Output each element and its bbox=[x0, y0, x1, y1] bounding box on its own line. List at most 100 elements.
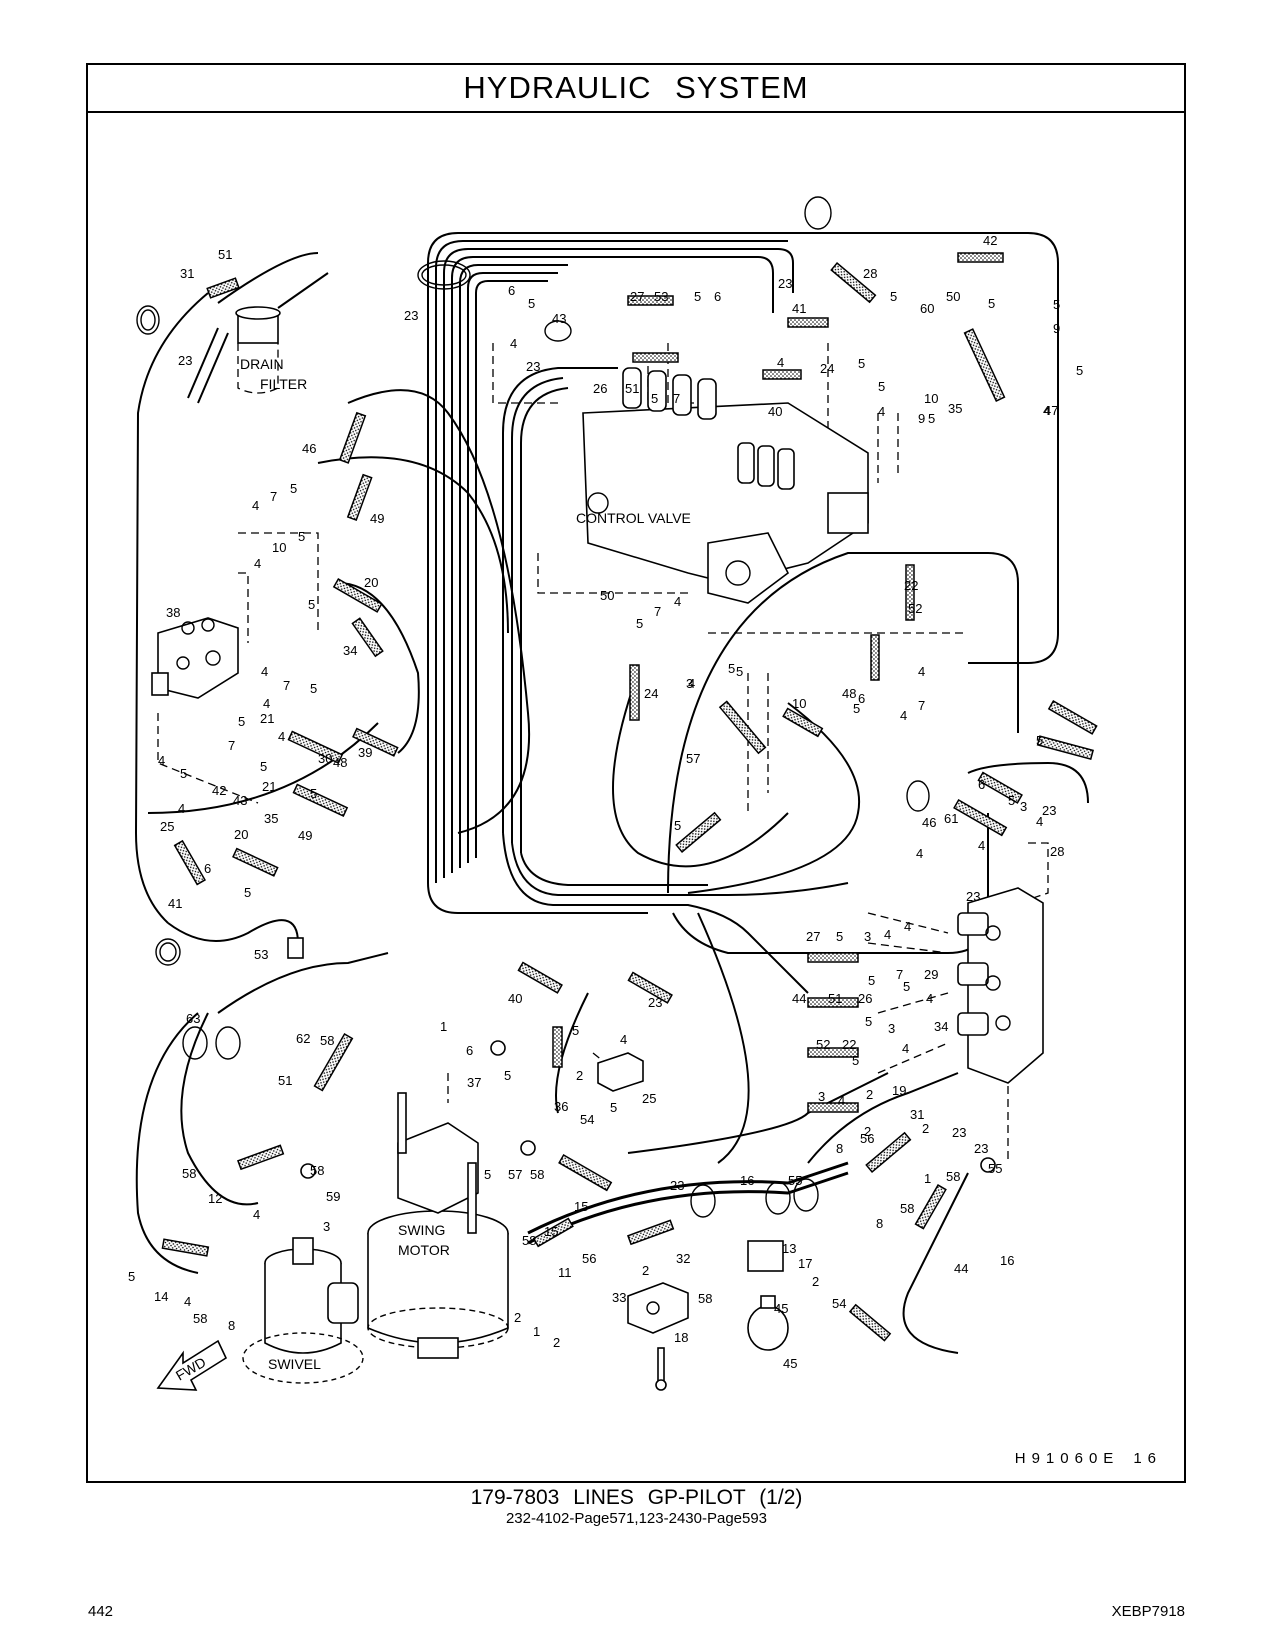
control-valve bbox=[582, 367, 869, 604]
part-callout: 10 bbox=[792, 696, 806, 711]
part-callout: 26 bbox=[858, 991, 872, 1006]
swivel bbox=[242, 1237, 364, 1384]
part-callout: 31 bbox=[180, 266, 194, 281]
part-callout: 58 bbox=[193, 1311, 207, 1326]
part-callout: 5 bbox=[310, 786, 317, 801]
part-callout: 15 bbox=[544, 1224, 558, 1239]
part-callout: 5 bbox=[484, 1167, 491, 1182]
part-callout: 33 bbox=[612, 1290, 626, 1305]
caption-main: 179-7803 LINES GP-PILOT (1/2) bbox=[470, 1486, 803, 1509]
part-callout: 5 bbox=[310, 681, 317, 696]
accumulator bbox=[747, 1240, 789, 1351]
part-callout: 4 bbox=[777, 355, 784, 370]
part-callout: 5 bbox=[890, 289, 897, 304]
hose-clamps bbox=[136, 196, 930, 1218]
part-callout: 5 bbox=[858, 356, 865, 371]
part-callout: 28 bbox=[1050, 844, 1064, 859]
part-callout: 4 bbox=[688, 676, 695, 691]
part-callout: 4 bbox=[510, 336, 517, 351]
part-callout: 5 bbox=[1076, 363, 1083, 378]
part-callout: 23 bbox=[966, 889, 980, 904]
part-callout: 3 bbox=[1020, 799, 1027, 814]
part-callout: 6 bbox=[858, 691, 865, 706]
part-callout: 9 bbox=[1053, 321, 1060, 336]
part-callout: 51 bbox=[828, 991, 842, 1006]
part-callout: 5 bbox=[868, 973, 875, 988]
part-callout: 4 bbox=[902, 1041, 909, 1056]
part-callout: 1 bbox=[533, 1324, 540, 1339]
part-callout: 47 bbox=[1044, 403, 1058, 418]
part-callout: 63 bbox=[186, 1011, 200, 1026]
part-callout: 4 bbox=[978, 838, 985, 853]
part-callout: 21 bbox=[260, 711, 274, 726]
swing-motor bbox=[367, 1092, 509, 1359]
part-callout: 5 bbox=[244, 885, 251, 900]
braided-hoses bbox=[161, 252, 1098, 1342]
part-callout: 61 bbox=[944, 811, 958, 826]
part-callout: 5 bbox=[1008, 793, 1015, 808]
part-callout: 62 bbox=[296, 1031, 310, 1046]
part-callout: 23 bbox=[526, 359, 540, 374]
part-callout: 50 bbox=[946, 289, 960, 304]
part-callout: 20 bbox=[234, 827, 248, 842]
part-callout: 4 bbox=[253, 1207, 260, 1222]
part-callout: 45 bbox=[783, 1356, 797, 1371]
swivel-label: SWIVEL bbox=[268, 1356, 321, 1372]
part-callout: 11 bbox=[558, 1265, 572, 1280]
part-callout: 3 bbox=[686, 676, 693, 691]
part-callout: 4 bbox=[158, 753, 165, 768]
part-callout: 25 bbox=[642, 1091, 656, 1106]
part-callout: 14 bbox=[154, 1289, 168, 1304]
part-callout: 23 bbox=[670, 1178, 684, 1193]
part-callout: 6 bbox=[204, 861, 211, 876]
caption-sub: 232-4102-Page571,123-2430-Page593 bbox=[505, 1510, 768, 1527]
drawing-number: H91060E bbox=[1014, 1450, 1120, 1467]
part-callout: 5 bbox=[636, 616, 643, 631]
part-callout: 59 bbox=[326, 1189, 340, 1204]
part-callout: 2 bbox=[922, 1121, 929, 1136]
part-callout: 42 bbox=[212, 783, 226, 798]
part-callout: 4 bbox=[884, 927, 891, 942]
part-callout: 58 bbox=[946, 1169, 960, 1184]
part-callout: 2 bbox=[514, 1310, 521, 1325]
pilot-manifold bbox=[151, 617, 239, 699]
part-callout: 46 bbox=[922, 815, 936, 830]
part-callout: 4 bbox=[254, 556, 261, 571]
hydraulic-diagram: DRAIN FILTER CONTROL VALVE SWING MOTOR S… bbox=[128, 196, 1098, 1391]
part-callout: 57 bbox=[508, 1167, 522, 1182]
part-callout: 5 bbox=[298, 529, 305, 544]
part-callout: 7 bbox=[270, 489, 277, 504]
part-callout: 22 bbox=[842, 1037, 856, 1052]
part-callout: 4 bbox=[184, 1294, 191, 1309]
part-callout: 49 bbox=[298, 828, 312, 843]
part-callout: 52 bbox=[908, 601, 922, 616]
solenoid-manifold bbox=[957, 887, 1044, 1084]
part-callout: 28 bbox=[863, 266, 877, 281]
part-callout: 44 bbox=[954, 1261, 968, 1276]
part-callout: 2 bbox=[576, 1068, 583, 1083]
part-callout: 34 bbox=[343, 643, 357, 658]
part-callout: 23 bbox=[952, 1125, 966, 1140]
part-callout: 41 bbox=[168, 896, 182, 911]
part-callout: 3 bbox=[864, 929, 871, 944]
part-callout: 4 bbox=[263, 696, 270, 711]
part-callout: 5 bbox=[853, 701, 860, 716]
part-callout: 36 bbox=[554, 1099, 568, 1114]
part-callout: 53 bbox=[254, 947, 268, 962]
part-callout: 51 bbox=[278, 1073, 292, 1088]
part-callout: 8 bbox=[876, 1216, 883, 1231]
part-callout: 4 bbox=[916, 846, 923, 861]
part-callout: 5 bbox=[865, 1014, 872, 1029]
part-callout: 44 bbox=[792, 991, 806, 1006]
part-callout: 16 bbox=[1000, 1253, 1014, 1268]
drain-filter-label: DRAIN bbox=[240, 356, 284, 372]
part-callout: 4 bbox=[904, 919, 911, 934]
part-callout: 5 bbox=[572, 1023, 579, 1038]
swing-motor-label-2: MOTOR bbox=[398, 1242, 450, 1258]
part-callout: 54 bbox=[832, 1296, 846, 1311]
part-callout: 19 bbox=[892, 1083, 906, 1098]
part-callout: 5 bbox=[180, 766, 187, 781]
part-callout: 56 bbox=[582, 1251, 596, 1266]
part-callout: 58 bbox=[698, 1291, 712, 1306]
